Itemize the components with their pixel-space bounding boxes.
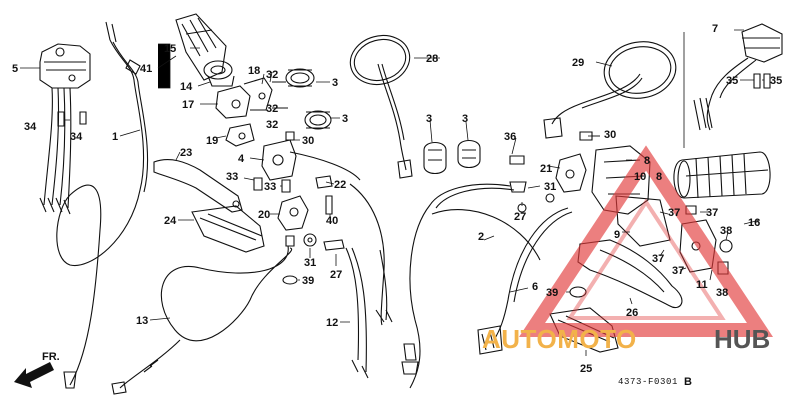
switch-wire-harness — [345, 183, 393, 379]
label-18: 18 — [248, 65, 260, 77]
label-38-a: 38 — [720, 225, 732, 237]
label-25: 25 — [580, 363, 592, 375]
label-27-b: 27 — [514, 211, 526, 223]
label-3-b: 3 — [342, 113, 348, 125]
label-38-b: 38 — [716, 287, 728, 299]
choke-cable — [111, 245, 293, 395]
leader-lines — [20, 29, 764, 356]
label-32-a: 32 — [266, 69, 278, 81]
label-12: 12 — [326, 317, 338, 329]
label-26: 26 — [626, 307, 638, 319]
callout-labels: 5 34 34 1 41 15 14 18 32 3 17 32 3 32 19… — [12, 23, 782, 375]
label-8-a: 8 — [644, 155, 650, 167]
label-28: 28 — [426, 53, 438, 65]
brake-switch-wire — [477, 207, 573, 355]
label-24: 24 — [164, 215, 177, 227]
small-hardware-right — [509, 131, 733, 298]
throttle-grip — [175, 13, 235, 87]
label-40: 40 — [326, 215, 338, 227]
label-30-b: 30 — [604, 129, 616, 141]
cable-clamp-lower — [304, 110, 332, 130]
drawing-code-text: 4373-F0301 — [618, 377, 678, 387]
label-37-b: 37 — [706, 207, 718, 219]
watermark: AUTOMOTO HUB — [482, 145, 774, 354]
label-3-c: 3 — [426, 113, 432, 125]
label-31-b: 31 — [544, 181, 556, 193]
label-35-b: 35 — [770, 75, 782, 87]
label-1: 1 — [112, 131, 118, 143]
cable-clamp-upper — [285, 68, 315, 88]
label-39-a: 39 — [302, 275, 314, 287]
label-37-c: 37 — [652, 253, 664, 265]
label-13: 13 — [136, 315, 148, 327]
right-switch-housing — [683, 23, 783, 148]
drawing-code: 4373-F0301 B — [618, 376, 692, 388]
label-34-b: 34 — [70, 131, 83, 143]
clamp-center-a — [423, 141, 447, 175]
drawing-rev: B — [684, 376, 692, 388]
label-33-b: 33 — [264, 181, 276, 193]
label-3-a: 3 — [332, 77, 338, 89]
clamp-center-b — [457, 139, 481, 169]
lever-bracket — [253, 175, 333, 231]
label-6: 6 — [532, 281, 538, 293]
lever-guard — [191, 205, 265, 253]
watermark-text-b: HUB — [714, 324, 770, 354]
label-4: 4 — [238, 153, 245, 165]
label-34: 34 — [24, 121, 37, 133]
front-direction-arrow: FR. — [14, 351, 60, 388]
label-2: 2 — [478, 231, 484, 243]
throttle-cable — [56, 21, 149, 389]
watermark-text-a: AUTOMOTO — [482, 324, 637, 354]
label-16: 16 — [748, 217, 760, 229]
label-21: 21 — [540, 163, 552, 175]
mirror-right — [543, 41, 677, 139]
label-29: 29 — [572, 57, 584, 69]
label-31-a: 31 — [304, 257, 316, 269]
small-hardware-left — [282, 233, 345, 285]
label-39-b: 39 — [546, 287, 558, 299]
label-20: 20 — [258, 209, 270, 221]
label-33-a: 33 — [226, 171, 238, 183]
clutch-cable — [401, 181, 541, 389]
label-35-a: 35 — [726, 75, 738, 87]
label-11: 11 — [696, 279, 708, 291]
label-36: 36 — [504, 131, 516, 143]
label-23: 23 — [180, 147, 192, 159]
label-15: 15 — [164, 43, 176, 55]
right-grip — [673, 151, 771, 199]
label-37-a: 37 — [668, 207, 680, 219]
label-41: 41 — [140, 63, 152, 75]
mirror-left — [349, 35, 413, 179]
label-8-b: 8 — [656, 171, 662, 183]
label-17: 17 — [182, 99, 194, 111]
label-5: 5 — [12, 63, 18, 75]
label-10: 10 — [634, 171, 646, 183]
screw-34-left — [57, 111, 87, 127]
front-brake-lever — [153, 159, 243, 213]
right-brake-lever — [577, 239, 683, 308]
label-19: 19 — [206, 135, 218, 147]
throttle-housing — [215, 77, 288, 147]
direction-label: FR. — [42, 351, 60, 363]
label-7: 7 — [712, 23, 718, 35]
label-9: 9 — [614, 229, 620, 241]
label-22: 22 — [334, 179, 346, 191]
label-3-d: 3 — [462, 113, 468, 125]
left-switch-housing — [39, 43, 91, 215]
label-30-a: 30 — [302, 135, 314, 147]
label-37-d: 37 — [672, 265, 684, 277]
label-14: 14 — [180, 81, 193, 93]
right-brake-assembly — [555, 145, 729, 275]
label-32-b: 32 — [266, 103, 278, 115]
label-27-a: 27 — [330, 269, 342, 281]
label-32-c: 32 — [266, 119, 278, 131]
